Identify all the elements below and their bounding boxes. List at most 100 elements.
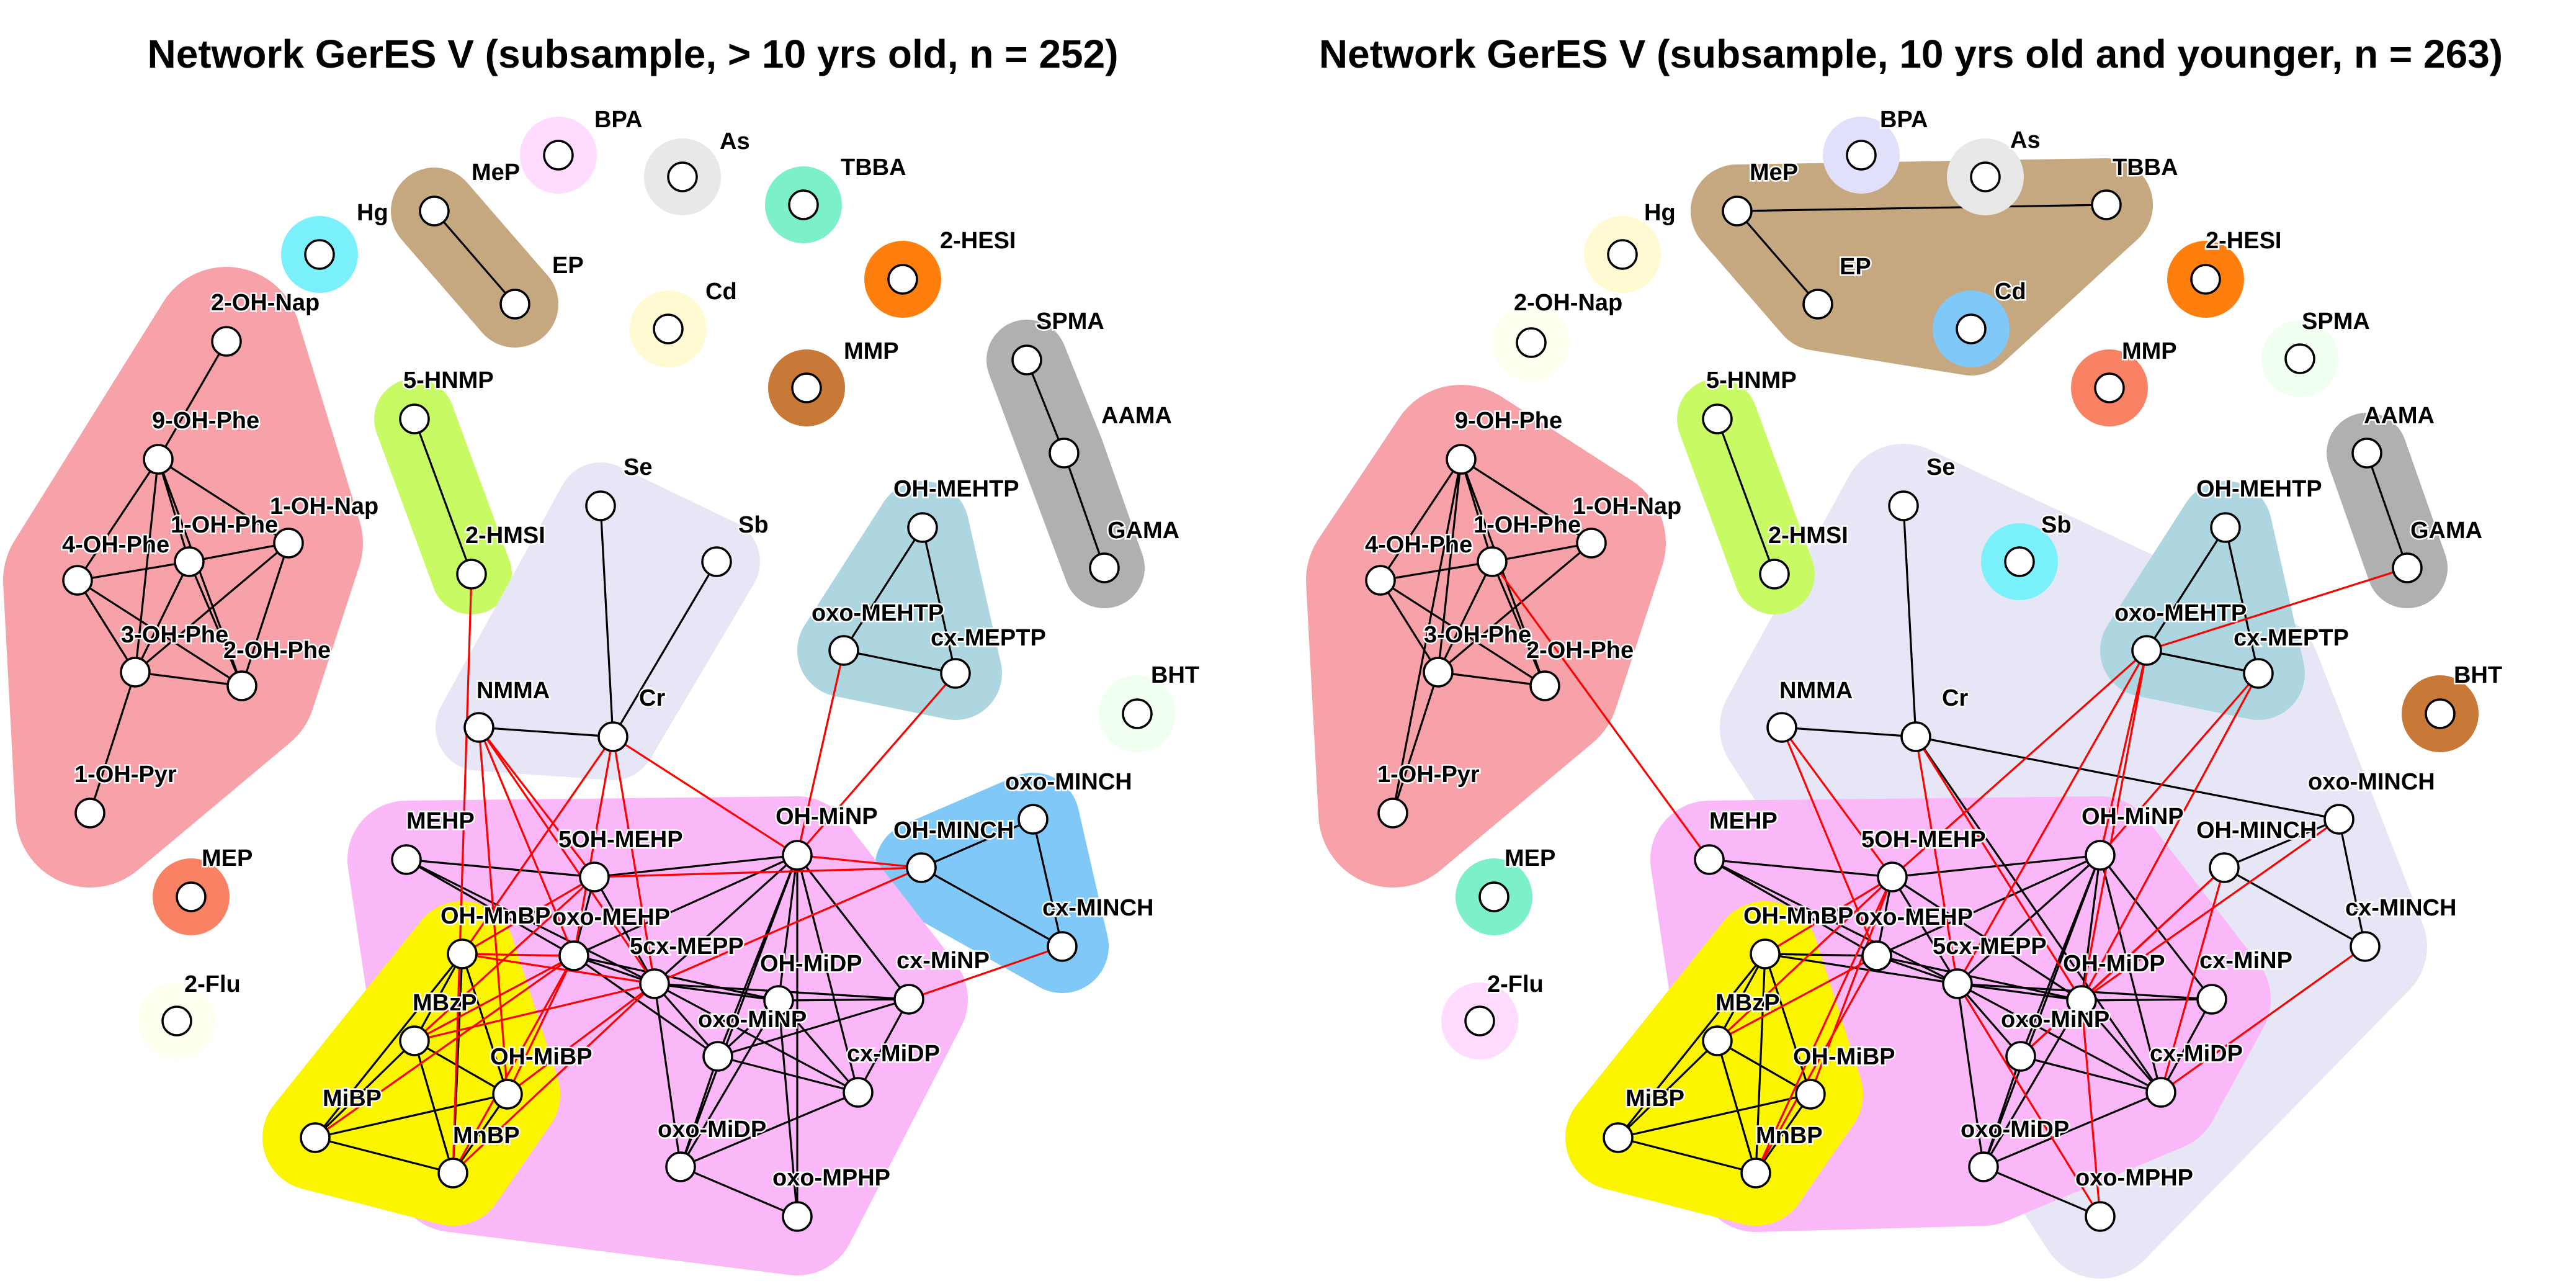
panel2-label-mnbp: MnBP xyxy=(1756,1123,1823,1149)
panel2-label-2-hmsi: 2-HMSI xyxy=(1768,523,1848,549)
panel2-black-edge-oh-minp-cx-midp xyxy=(2099,855,2162,1093)
panel2-node-mmp xyxy=(2094,372,2125,403)
panel1-black-edge-oh-midp-cx-minp xyxy=(778,998,910,1002)
panel2-node-oxo-mehp xyxy=(1861,940,1892,971)
panel2-node-2-flu xyxy=(1464,1005,1495,1036)
panel1-node-2-oh-phe xyxy=(226,670,257,701)
panel2-node-oh-minch xyxy=(2209,852,2240,883)
panel2-black-edge-4-oh-phe-1-oh-phe xyxy=(1380,560,1493,582)
panel1-label-mep: MEP xyxy=(202,845,253,871)
panel1-label-oxo-mehtp: oxo-MEHTP xyxy=(812,600,944,626)
panel2-red-edge-oh-minch-oxo-minp xyxy=(2019,866,2225,1058)
panel1-red-edge-oh-mibp-5cx-mepp xyxy=(507,982,655,1095)
panel1-black-edge-oh-minp-cx-midp xyxy=(796,855,859,1093)
panel2-black-edge-5oh-mehp-oh-midp xyxy=(1892,876,2082,1002)
panel2-cluster-hull-3 xyxy=(1306,385,1666,888)
panel2-node-mep xyxy=(1478,881,1509,912)
panel2-black-edge-cr-oxo-minch xyxy=(1915,735,2340,821)
panel1-red-edge-oh-minch-oh-minp xyxy=(797,854,922,869)
panel2-node-aama xyxy=(2351,438,2382,469)
panel2-red-edge-oxo-mehtp-gama xyxy=(2146,567,2408,652)
panel1-node-1-oh-pyr xyxy=(74,798,105,829)
panel1-node-oxo-minch xyxy=(1017,804,1049,835)
panel2-node-1-oh-pyr xyxy=(1377,798,1408,829)
panel2-node-cr xyxy=(1900,721,1931,752)
panel2-red-edge-oxo-mehtp-5oh-mehp xyxy=(1891,649,2148,878)
panel1-node-nmma xyxy=(463,712,494,743)
panel1-node-mep xyxy=(419,196,450,227)
panel1-label-oh-mehtp: OH-MEHTP xyxy=(893,476,1019,502)
panel2-black-edge-mehp-oxo-mehp xyxy=(1709,858,1877,957)
panel1-node-2-oh-nap xyxy=(211,326,242,357)
panel1-black-edge-4-oh-phe-2-oh-phe xyxy=(77,579,243,687)
panel1-black-edge-5cx-mepp-oh-minp xyxy=(653,854,798,985)
node-layer xyxy=(62,140,2456,1232)
panel1-node-9-oh-phe xyxy=(143,444,174,475)
panel1-black-edge-1-oh-nap-2-oh-phe xyxy=(241,542,290,686)
panel2-node-oh-mnbp xyxy=(1750,938,1781,969)
panel2-node-oh-mehtp xyxy=(2210,512,2241,543)
panel1-node-5oh-mehp xyxy=(579,861,610,893)
panel1-label-1-oh-pyr: 1-OH-Pyr xyxy=(74,762,177,788)
node-label-layer: BPAAsTBBAMePEPHg2-HESICdMMPSPMAAAMAGAMA2… xyxy=(61,106,2504,1193)
panel2-black-edge-1-oh-phe-2-oh-phe xyxy=(1491,561,1546,686)
panel1-red-edge-mibp-oxo-mehp xyxy=(315,955,575,1139)
panel2-node-mibp xyxy=(1603,1122,1634,1153)
panel2-node-ep xyxy=(1802,289,1833,320)
panel2-red-edge-cx-meptp-oh-midp xyxy=(2080,673,2260,1001)
panel2-node-as xyxy=(1970,161,2001,192)
panel2-black-edge-3-oh-phe-2-oh-phe xyxy=(1438,671,1545,687)
panel1-label-4-oh-phe: 4-OH-Phe xyxy=(62,532,169,558)
panel2-red-edge-5oh-mehp-mbzp xyxy=(1716,876,1894,1042)
panel1-label-oxo-mphp: oxo-MPHP xyxy=(772,1165,890,1191)
panel1-black-edge-oh-mnbp-mbzp xyxy=(413,953,463,1041)
panel2-black-edge-cr-cx-midp xyxy=(1915,736,2162,1093)
panel2-label-5-hnmp: 5-HNMP xyxy=(1706,367,1797,393)
panel1-black-edge-oxo-mehp-oxo-minp xyxy=(573,955,718,1058)
panel2-node-9-oh-phe xyxy=(1446,444,1477,475)
panel2-black-edge-oxo-minp-oxo-midp xyxy=(1982,1056,2022,1167)
panel1-black-edge-1-oh-phe-2-oh-phe xyxy=(188,561,243,686)
panel2-black-edge-9-oh-phe-1-oh-phe xyxy=(1460,459,1493,562)
panel1-label-mehp: MEHP xyxy=(406,808,475,834)
panel1-label-5cx-mepp: 5cx-MEPP xyxy=(630,933,744,960)
panel2-red-edge-nmma-5oh-mehp xyxy=(1781,727,1894,878)
panel2-node-cx-midp xyxy=(2145,1077,2176,1108)
panel1-black-edge-oxo-minch-cx-minch xyxy=(1032,819,1063,947)
panel1-label-mbzp: MBzP xyxy=(413,990,476,1016)
panel2-black-edge-9-oh-phe-4-oh-phe xyxy=(1379,459,1462,581)
panel1-black-edge-2-oh-nap-9-oh-phe xyxy=(157,341,228,460)
panel2-red-edge-nmma-oxo-mehp xyxy=(1781,727,1878,956)
panel2-node-cx-minch xyxy=(2350,931,2381,962)
panel1-black-edge-oh-midp-oxo-midp xyxy=(679,1000,780,1167)
panel2-node-2-oh-nap xyxy=(1516,327,1547,358)
panel1-black-edge-oxo-mehtp-cx-meptp xyxy=(843,649,956,675)
panel1-node-oh-minch xyxy=(906,852,937,883)
panel2-black-edge-cx-midp-oxo-midp xyxy=(1983,1091,2162,1168)
panel1-red-edge-cr-oh-mnbp xyxy=(461,736,614,955)
panel1-label-oh-minp: OH-MiNP xyxy=(776,804,878,830)
panel2-black-edge-nmma-cr xyxy=(1781,726,1916,738)
panel2-black-edge-oh-mehtp-oxo-mehtp xyxy=(2145,527,2227,651)
panel1-node-hg xyxy=(304,239,335,270)
panel1-label-oh-mnbp: OH-MnBP xyxy=(441,903,550,929)
panel2-label-oh-mibp: OH-MiBP xyxy=(1793,1044,1895,1070)
panel2-black-edge-4-oh-phe-3-oh-phe xyxy=(1379,580,1439,673)
panel2-node-oxo-mehtp xyxy=(2131,635,2162,666)
panel1-black-edge-9-oh-phe-1-oh-nap xyxy=(158,458,289,544)
panel2-label-oh-mehtp: OH-MEHTP xyxy=(2196,476,2322,502)
panel1-label-cx-minp: cx-MiNP xyxy=(897,948,990,974)
panel1-label-sb: Sb xyxy=(738,512,769,538)
panel2-node-oh-minp xyxy=(2085,840,2116,871)
panel2-node-mep xyxy=(1722,196,1753,227)
panel1-black-edge-oh-minch-cx-minch xyxy=(921,866,1063,948)
panel2-black-edge-5cx-mepp-oxo-minp xyxy=(1956,982,2022,1058)
panel2-node-1-oh-nap xyxy=(1576,528,1607,559)
panel2-label-aama: AAMA xyxy=(2364,403,2435,429)
panel2-label-spma: SPMA xyxy=(2302,308,2370,335)
panel2-label-se: Se xyxy=(1926,454,1955,480)
panel2-label-cx-minch: cx-MINCH xyxy=(2345,895,2456,921)
panel2-label-oxo-mehp: oxo-MEHP xyxy=(1855,904,1973,930)
panel1-black-edge-9-oh-phe-1-oh-phe xyxy=(157,459,190,562)
